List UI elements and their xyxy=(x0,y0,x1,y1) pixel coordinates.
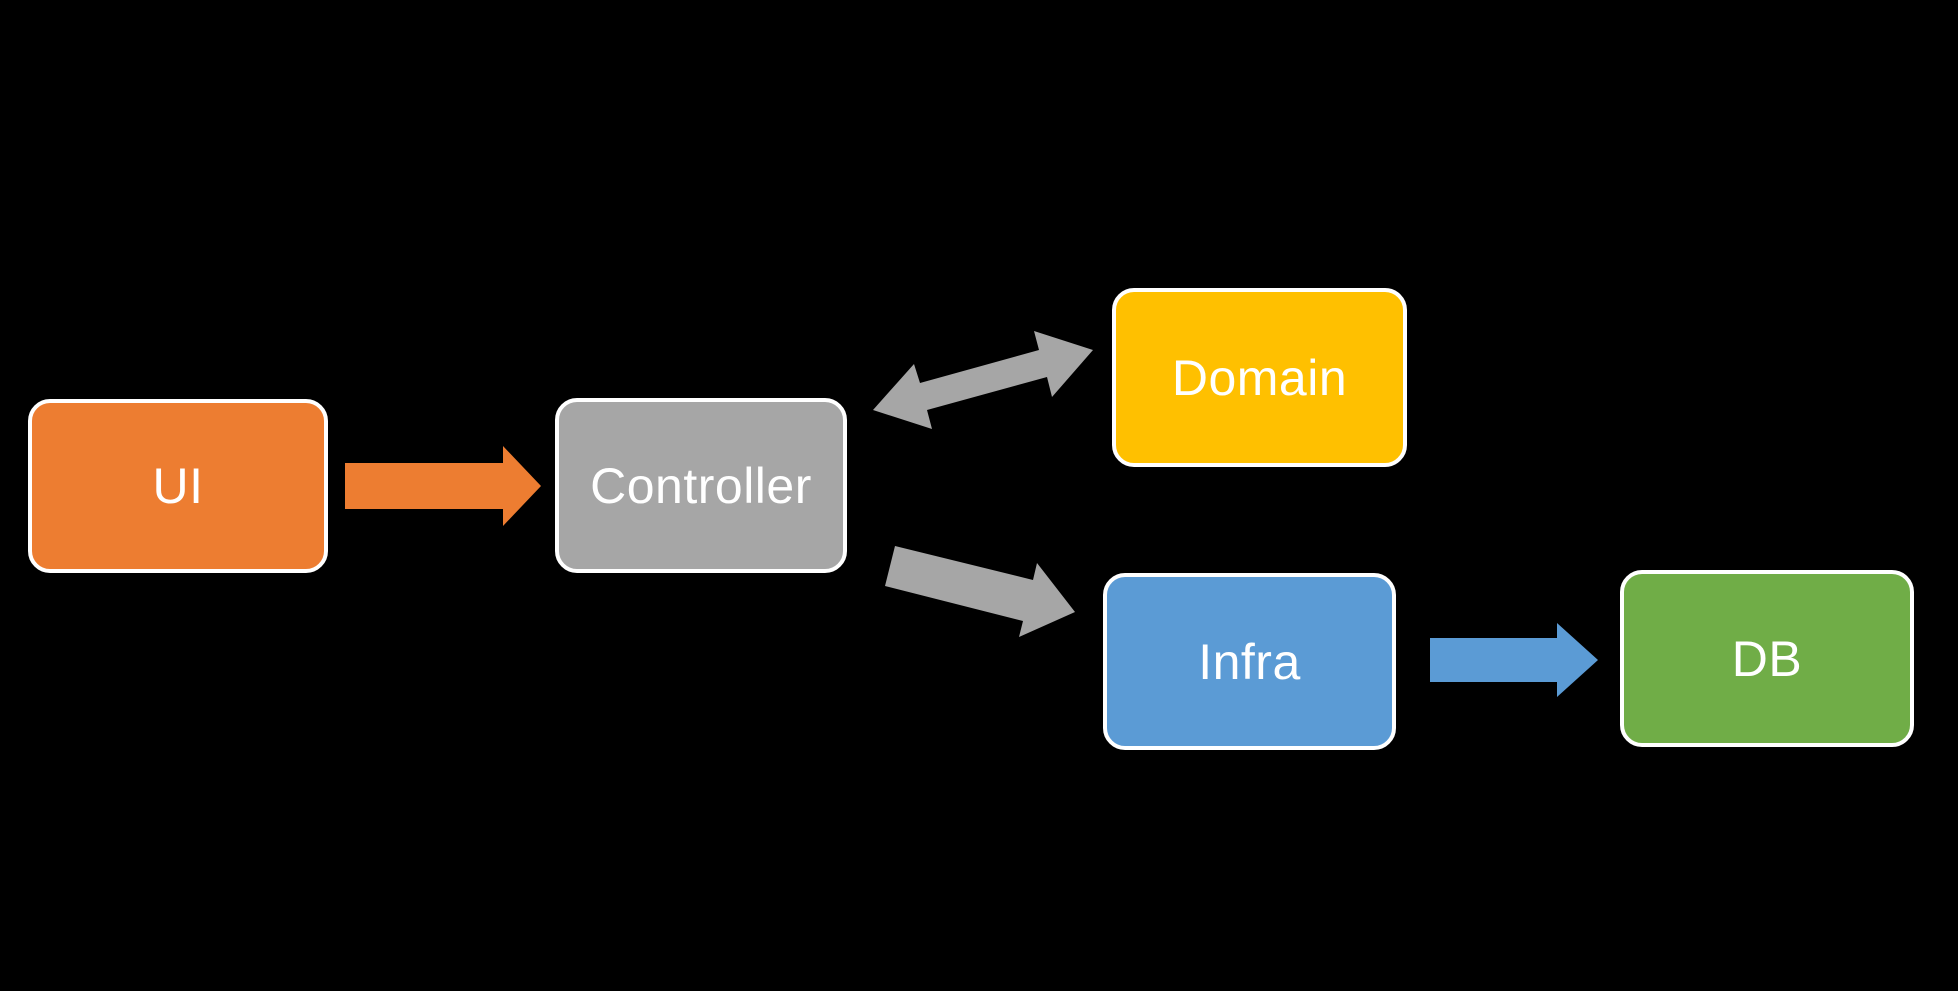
node-ui: UI xyxy=(28,399,328,573)
arrow-controller-domain-twoway-icon xyxy=(873,331,1093,429)
node-db-label: DB xyxy=(1731,630,1803,687)
arrow-controller-to-infra-icon xyxy=(885,546,1075,637)
node-controller: Controller xyxy=(555,398,847,573)
node-controller-label: Controller xyxy=(590,457,812,514)
node-domain: Domain xyxy=(1112,288,1407,467)
arrow-infra-to-db-icon xyxy=(1430,623,1598,697)
node-infra-label: Infra xyxy=(1198,633,1301,690)
node-infra: Infra xyxy=(1103,573,1396,750)
node-domain-label: Domain xyxy=(1171,349,1348,406)
arrow-ui-to-controller-icon xyxy=(345,446,541,526)
node-ui-label: UI xyxy=(152,458,204,514)
node-db: DB xyxy=(1620,570,1914,747)
